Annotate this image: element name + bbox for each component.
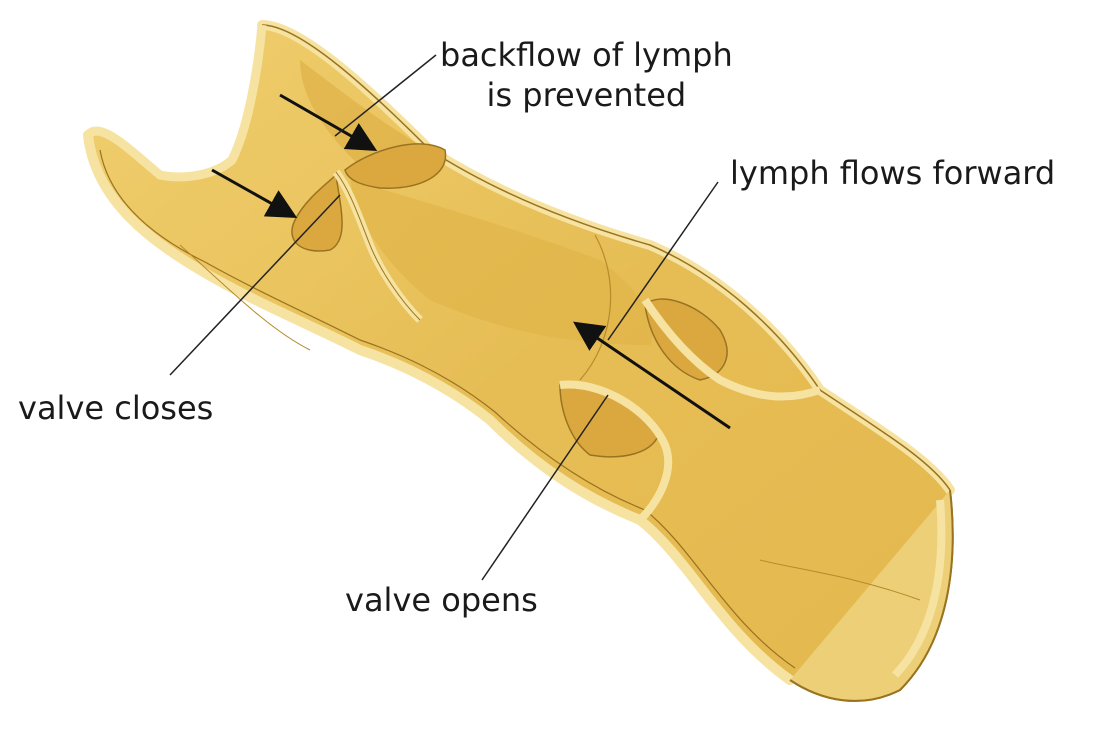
inner-shade-1: [350, 180, 653, 345]
leader-lymph-flows: [607, 181, 719, 341]
left-opening: [84, 24, 267, 182]
valve-open-cusp-2: [644, 298, 728, 381]
valve-closed-upper-cusp: [344, 143, 447, 189]
forward-flow-arrow: [573, 321, 731, 430]
label-valve-opens: valve opens: [345, 581, 538, 619]
backflow-arrow: [279, 93, 378, 151]
lower-rim: [83, 130, 795, 685]
label-valve-closes: valve closes: [18, 389, 214, 427]
leader-valve-closes: [169, 194, 341, 376]
valve-close-arrow: [211, 168, 298, 218]
label-backflow-line1: backflow of lymph: [440, 36, 733, 74]
leader-backflow: [334, 54, 437, 137]
label-lymph-flows-forward: lymph flows forward: [730, 154, 1056, 192]
label-backflow-line2: is prevented: [486, 76, 687, 114]
label-backflow-prevented: backflow of lymph is prevented: [440, 35, 733, 115]
leader-valve-opens: [481, 394, 609, 581]
